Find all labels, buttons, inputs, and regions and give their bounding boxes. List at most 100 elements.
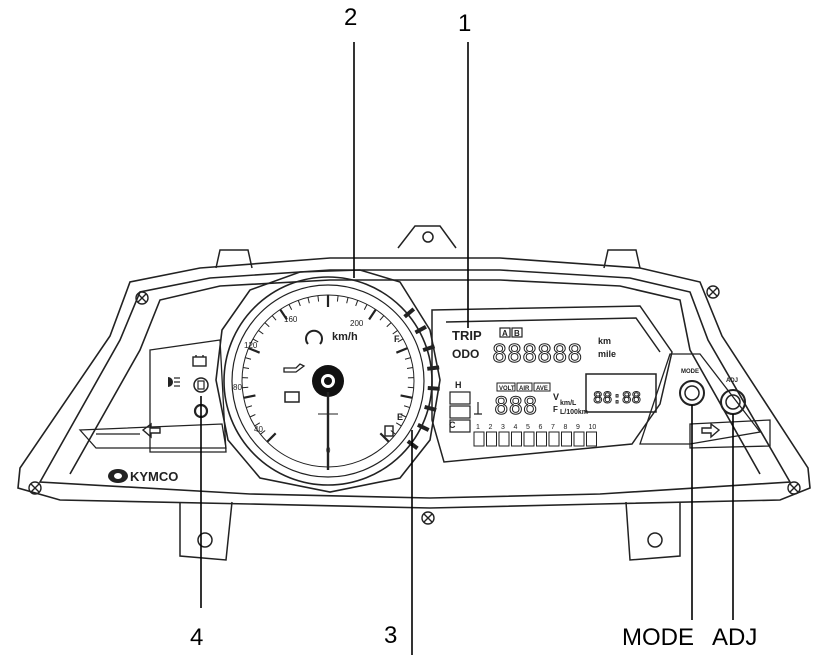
unit-km: km	[598, 336, 611, 346]
speed-tick-mark	[254, 422, 261, 427]
lcd-bar-number: 6	[539, 424, 543, 431]
adj-button-label: ADJ	[726, 378, 738, 384]
mode-button[interactable]: MODE	[679, 369, 705, 406]
speed-tick-80: 80	[233, 383, 242, 392]
speed-tick-mark	[248, 347, 261, 354]
lcd-bar-segment	[573, 431, 585, 447]
speed-unit: km/h	[332, 331, 358, 343]
speed-tick-mark	[307, 297, 310, 304]
volt-tag: VOLT	[499, 386, 515, 392]
lcd-bar-number: 1	[476, 424, 480, 431]
bottom-mount-legs	[179, 501, 681, 561]
lcd-bar-segment	[511, 431, 522, 447]
speed-tick-mark	[245, 357, 252, 360]
trip-label: TRIP	[452, 328, 482, 343]
unit-v: V	[553, 392, 559, 402]
fuel-bar-segment	[424, 404, 437, 412]
speed-tick-200: 200	[350, 319, 364, 328]
mode-button-label: MODE	[681, 369, 699, 375]
lcd-trip-odo: TRIP ODO A B 888888 km mile	[452, 327, 616, 369]
fuel-bar-segment	[427, 385, 440, 391]
tpms-icon	[305, 329, 323, 345]
fuel-bar-segment	[422, 344, 436, 353]
lcd-bar-number: 3	[501, 424, 505, 431]
lcd-bar-segment	[536, 431, 547, 447]
temp-cold-label: C	[449, 420, 456, 430]
lcd-bar-number: 2	[489, 424, 493, 431]
kymco-logo: KYMCO	[108, 469, 178, 484]
speed-tick-mark	[266, 432, 277, 443]
speed-tick-160: 160	[284, 315, 298, 324]
speedometer-ticks	[242, 295, 414, 443]
callout-adj-label: ADJ	[712, 624, 758, 651]
speed-tick-mark	[264, 322, 270, 328]
speed-tick-mark	[297, 300, 301, 307]
lcd-bar-number: 4	[514, 424, 518, 431]
callout-1-label: 1	[458, 10, 472, 37]
fuel-gauge-bars	[403, 307, 440, 451]
lcd-bar-number: 9	[576, 424, 580, 431]
lcd-bar-segment	[473, 431, 485, 447]
speed-tick-mark	[279, 308, 288, 321]
ave-tag: AVE	[536, 386, 548, 392]
lcd-bar-segment	[486, 431, 497, 447]
callout-3-label: 3	[384, 622, 398, 649]
speed-tick-mark	[379, 432, 390, 443]
engine-check-icon	[284, 391, 300, 403]
unit-kml: km/L	[560, 400, 577, 407]
housing-screws	[28, 285, 801, 525]
speed-tick-mark	[260, 430, 266, 435]
temp-gauge-labels: H C	[449, 380, 462, 430]
air-tag: AIR	[519, 386, 530, 392]
parking-brake-icon	[193, 377, 209, 393]
fuel-bar-segment	[417, 423, 430, 432]
right-turn-arrow-icon	[701, 422, 721, 439]
speed-tick-mark	[243, 394, 256, 399]
speed-tick-mark	[403, 405, 410, 409]
outer-housing	[17, 257, 811, 509]
center-digits: 888	[494, 392, 537, 420]
headlight-icon	[168, 377, 180, 387]
lcd-bar-number: 5	[526, 424, 530, 431]
top-mount-tabs	[215, 225, 641, 269]
callout-4-label: 4	[190, 624, 204, 651]
left-indicator-panel	[78, 339, 227, 453]
speed-tick-mark	[395, 422, 402, 427]
speed-tick-mark	[379, 315, 385, 321]
lcd-bar-number: 10	[589, 424, 597, 431]
unit-l100km: L/100km	[560, 409, 588, 416]
battery-warning-icon	[192, 355, 207, 367]
odo-digits: 888888	[492, 339, 582, 368]
lcd-bar-segment	[523, 431, 535, 447]
fuel-bar-segment	[403, 307, 416, 319]
speed-tick-mark	[317, 295, 320, 302]
speed-tick-mark	[386, 322, 392, 328]
trip-a-label: A	[502, 329, 508, 338]
speed-tick-mark	[400, 414, 407, 418]
trip-b-label: B	[514, 329, 520, 338]
speed-tick-mark	[246, 405, 253, 409]
lcd-bar-segment	[548, 431, 560, 447]
clock-digits: 88:88	[593, 388, 641, 407]
speed-tick-mark	[395, 347, 408, 354]
speedometer-needle	[318, 392, 338, 470]
callout-leader-lines	[200, 42, 734, 655]
speed-tick-mark	[404, 357, 411, 360]
engine-oil-icon	[283, 363, 306, 373]
speed-tick-120: 120	[244, 341, 258, 350]
fuel-bar-segment	[427, 365, 440, 371]
lcd-bar-segment	[586, 431, 597, 447]
lcd-bar-segment	[561, 431, 572, 447]
speed-tick-mark	[363, 304, 368, 310]
speed-tick-mark	[336, 295, 339, 302]
callout-mode-label: MODE	[622, 624, 694, 651]
speed-tick-mark	[368, 308, 377, 321]
lcd-bar-number: 7	[551, 424, 555, 431]
temp-gauge	[449, 391, 482, 433]
lcd-bar-segment	[498, 431, 510, 447]
speed-tick-mark	[392, 330, 398, 335]
right-indicator-panel	[639, 353, 771, 449]
center-star-logo	[312, 365, 344, 397]
